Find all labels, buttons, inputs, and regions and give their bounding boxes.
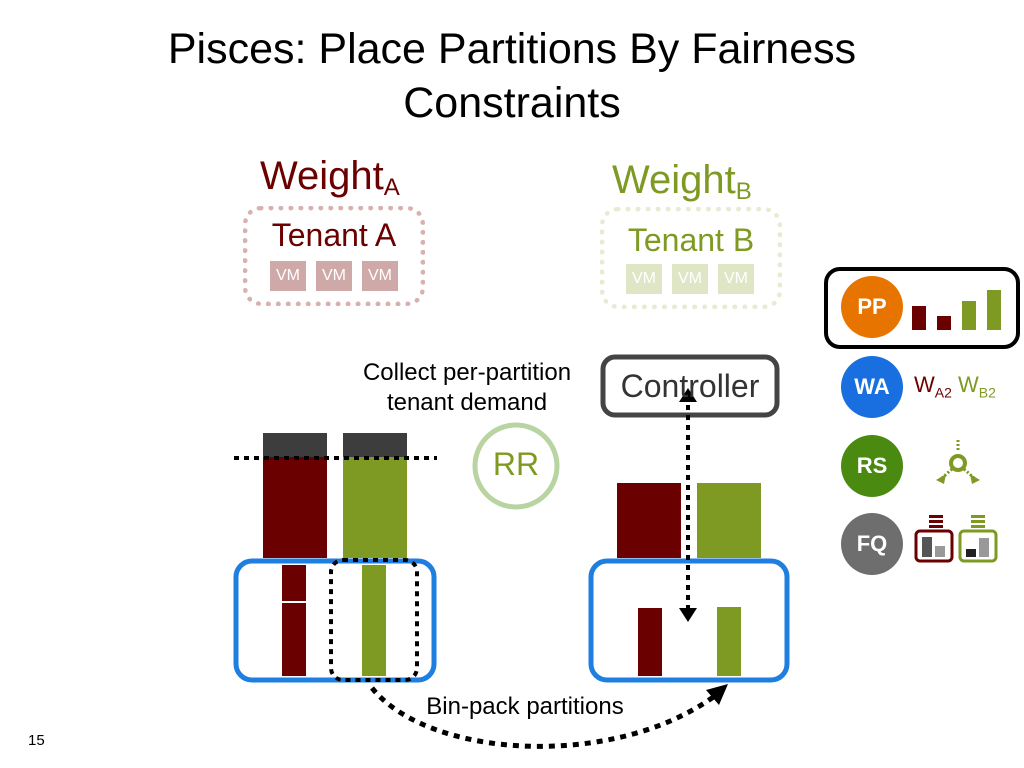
binpack-arrowhead [706,684,728,705]
right-partition-box [588,558,790,683]
tenant-a-vm-3: VM [362,261,398,291]
binpack-caption: Bin-pack partitions [426,693,624,720]
left-partition-bar-a-bottom [282,603,306,676]
title-line-1: Pisces: Place Partitions By Fairness [167,25,857,73]
fq-circle: FQ [841,513,903,575]
binpack-curved-arrow [370,686,722,749]
weight-b-text: Weight [612,158,736,202]
pp-circle: PP [841,276,903,338]
weight-a-subscript: A [383,174,400,201]
right-partition-bar-b [717,607,741,676]
rs-circle: RS [841,435,903,497]
wa-weight-b-sub: B2 [978,384,996,401]
tenant-b-name: Tenant B [627,222,755,258]
collect-caption-line-1: Collect per-partition [362,359,572,386]
wa-weight-a-sub: A2 [934,384,952,401]
right-demand-bar-b [697,483,761,558]
rr-label: RR [492,446,540,482]
rs-scheduler-icon [936,440,980,484]
weight-b-subscript: B [735,178,752,205]
right-partition-bar-a [638,608,662,676]
slide-title: Pisces: Place Partitions By Fairness Con… [0,22,1024,130]
weight-a-label: WeightA [260,154,400,210]
right-demand-bar-a [617,483,681,558]
tenant-a-vm-1: VM [270,261,306,291]
pp-bar-3 [962,301,976,330]
selection-dotted-box [329,558,419,682]
fq-queue-icon-b [958,515,998,563]
pp-bar-4 [987,290,1001,330]
wa-circle: WA [841,356,903,418]
tenant-a-box: Tenant A VM VM VM [243,206,425,306]
controller-arrowhead-down [679,608,697,622]
wa-weights: WA2 WB2 [914,372,996,400]
page-number: 15 [28,732,45,749]
wa-weight-b-text: W [958,372,979,397]
tenant-a-name: Tenant A [271,217,397,253]
left-demand-cap-b [343,433,407,457]
left-partition-box [233,558,437,683]
left-partition-bar-b [362,565,386,676]
pp-highlight-box [824,267,1020,349]
collect-demand-caption: Collect per-partition tenant demand [332,358,602,418]
pp-bar-1 [912,306,926,330]
weight-b-label: WeightB [612,158,752,214]
tenant-b-vm-3: VM [718,264,754,294]
controller-label: Controller [620,368,760,404]
controller-arrowhead-up [679,388,697,402]
wa-weight-b: WB2 [958,372,996,401]
tenant-a-vm-2: VM [316,261,352,291]
wa-weight-a-text: W [914,372,935,397]
weight-a-text: Weight [260,154,384,198]
collect-caption-line-2: tenant demand [386,389,548,416]
wa-weight-a: WA2 [914,372,952,401]
fq-queue-icon-a [914,515,954,563]
pp-bar-2 [937,316,951,330]
title-line-2: Constraints [403,79,621,127]
left-partition-bar-a-top [282,565,306,601]
tenant-b-vm-1: VM [626,264,662,294]
left-demand-cap-a [263,433,327,457]
tenant-b-box: Tenant B VM VM VM [600,207,782,309]
tenant-b-vm-2: VM [672,264,708,294]
rr-circle [472,422,560,510]
